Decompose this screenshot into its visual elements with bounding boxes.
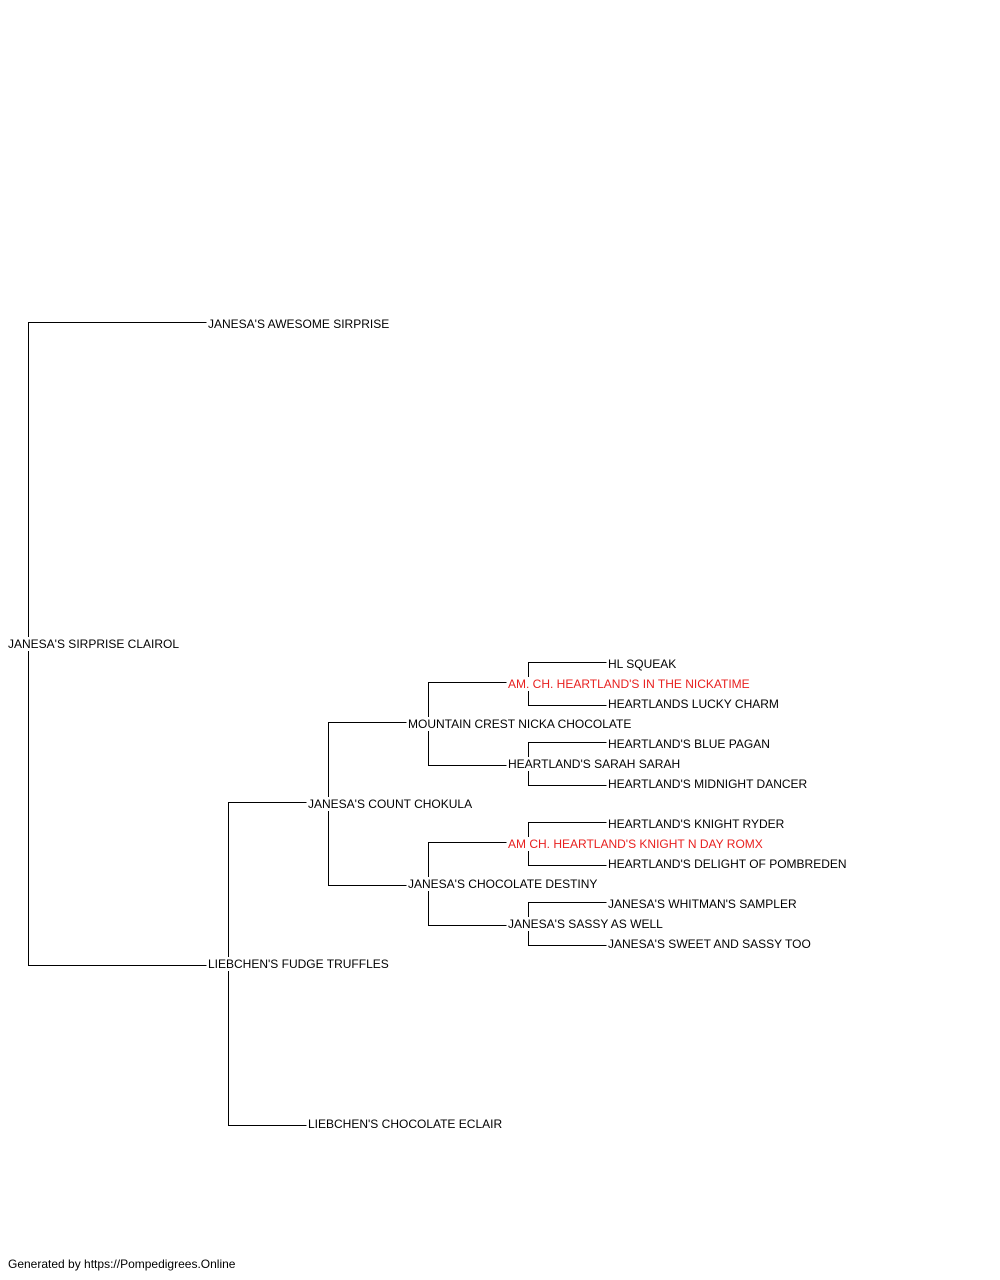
dam-dam-name: LIEBCHEN'S CHOCOLATE ECLAIR bbox=[308, 1117, 505, 1131]
ancestor-name: JANESA'S WHITMAN'S SAMPLER bbox=[608, 897, 799, 911]
ancestor-name: HEARTLANDS LUCKY CHARM bbox=[608, 697, 781, 711]
ancestor-name: JANESA'S SWEET AND SASSY TOO bbox=[608, 937, 813, 951]
dam-sire-sire-name: MOUNTAIN CREST NICKA CHOCOLATE bbox=[408, 717, 634, 731]
ancestor-name: HEARTLAND'S MIDNIGHT DANCER bbox=[608, 777, 810, 791]
subject-name: JANESA'S SIRPRISE CLAIROL bbox=[8, 637, 182, 651]
ancestor-name: HEARTLAND'S KNIGHT RYDER bbox=[608, 817, 787, 831]
dam-sire-name: JANESA'S COUNT CHOKULA bbox=[308, 797, 475, 811]
dam-sire-sire-dam-name: HEARTLAND'S SARAH SARAH bbox=[508, 757, 683, 771]
ancestor-name: HEARTLAND'S BLUE PAGAN bbox=[608, 737, 772, 751]
sire-name: JANESA'S AWESOME SIRPRISE bbox=[208, 317, 392, 331]
ancestor-name: HL SQUEAK bbox=[608, 657, 679, 671]
dam-sire-dam-dam-name: JANESA'S SASSY AS WELL bbox=[508, 917, 665, 931]
dam-sire-dam-name: JANESA'S CHOCOLATE DESTINY bbox=[408, 877, 600, 891]
ancestor-name: HEARTLAND'S DELIGHT OF POMBREDEN bbox=[608, 857, 849, 871]
champion-name: AM CH. HEARTLAND'S KNIGHT N DAY ROMX bbox=[508, 837, 765, 851]
generated-by-footer: Generated by https://Pompedigrees.Online bbox=[8, 1257, 236, 1271]
champion-name: AM. CH. HEARTLAND'S IN THE NICKATIME bbox=[508, 677, 752, 691]
dam-name: LIEBCHEN'S FUDGE TRUFFLES bbox=[208, 957, 391, 971]
